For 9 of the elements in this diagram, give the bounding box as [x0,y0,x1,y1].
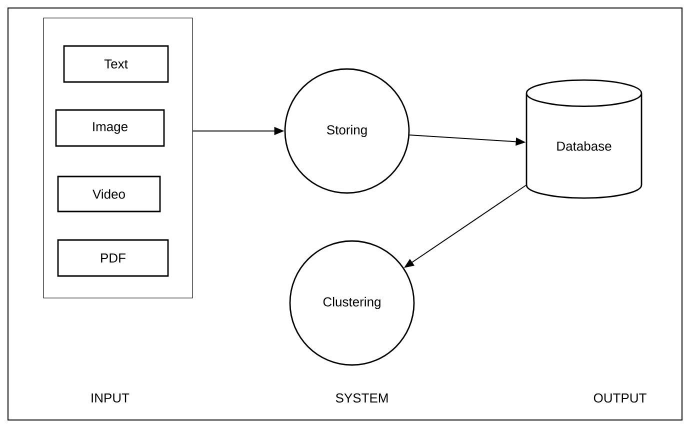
database-cylinder: Database [526,79,642,199]
container-box [43,18,193,298]
box: Video [57,176,161,212]
box: PDF [57,239,169,277]
section-label: SYSTEM [336,393,388,403]
box: Text [63,45,169,83]
box: Image [55,109,165,147]
section-label: OUTPUT [594,393,646,403]
section-label: INPUT [92,393,130,403]
